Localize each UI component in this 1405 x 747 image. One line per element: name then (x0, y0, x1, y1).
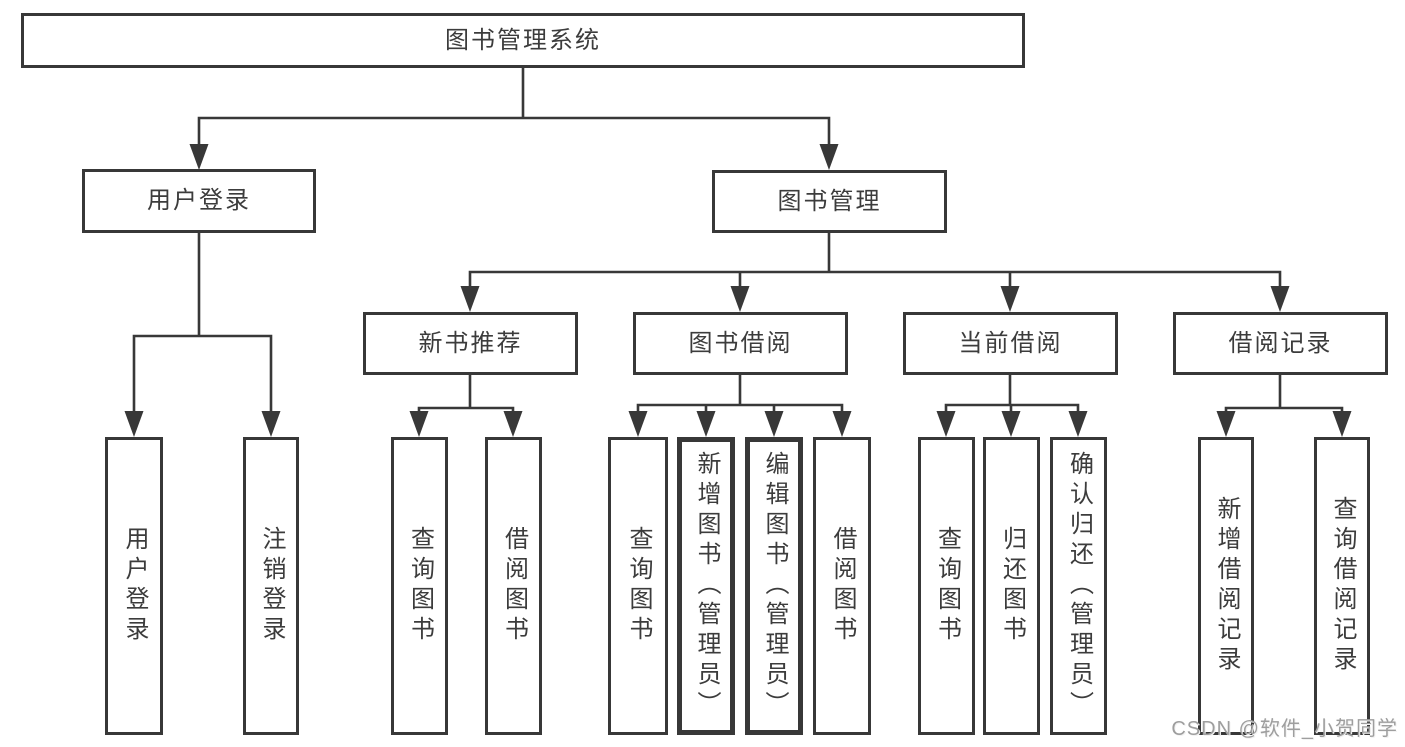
arrowhead (261, 411, 281, 437)
node-label: 查询图书 (625, 526, 652, 646)
node-user-login: 用户登录 (82, 169, 316, 233)
node-label: 借阅图书 (829, 526, 856, 646)
arrowhead (832, 411, 852, 437)
arrowhead (1001, 411, 1021, 437)
connector-records-to-leaves (1224, 373, 1344, 415)
node-system-root: 图书管理系统 (21, 13, 1025, 68)
node-label: 借阅记录 (1228, 329, 1333, 357)
arrowhead (460, 286, 480, 312)
arrowhead (503, 411, 523, 437)
node-label: 确认归还（管理员） (1065, 451, 1093, 721)
node-label: 归还图书 (998, 526, 1026, 646)
node-book-management: 图书管理 (712, 170, 947, 233)
arrowhead (1270, 286, 1290, 312)
leaf-query-borrow-record: 查询借阅记录 (1314, 437, 1370, 735)
leaf-user-login: 用户登录 (105, 437, 163, 735)
node-current-borrow: 当前借阅 (903, 312, 1118, 375)
node-label: 图书管理系统 (445, 26, 601, 54)
node-label: 查询图书 (406, 526, 434, 646)
node-label: 用户登录 (147, 187, 251, 214)
node-borrow-records: 借阅记录 (1173, 312, 1388, 375)
node-label: 查询图书 (933, 526, 961, 646)
node-label: 新增图书（管理员） (693, 451, 720, 721)
arrowhead (1216, 411, 1236, 437)
leaf-borrow-books-borrow: 借阅图书 (813, 437, 871, 735)
leaf-edit-book-admin: 编辑图书（管理员） (745, 437, 803, 735)
node-label: 查询借阅记录 (1329, 496, 1356, 676)
connector-bookmgmt-to-level3 (468, 231, 1282, 290)
arrowhead (764, 411, 784, 437)
arrowhead (1332, 411, 1352, 437)
node-label: 图书借阅 (688, 329, 793, 357)
node-label: 借阅图书 (500, 526, 528, 646)
csdn-watermark: CSDN @软件_小贺同学 (1171, 718, 1398, 740)
node-label: 当前借阅 (958, 329, 1063, 357)
arrowhead (1068, 411, 1088, 437)
node-new-book-recommend: 新书推荐 (363, 312, 578, 375)
node-label: 图书管理 (777, 187, 882, 215)
node-label: 注销登录 (258, 526, 285, 646)
leaf-query-books-current: 查询图书 (918, 437, 975, 735)
connector-newbook-to-leaves (417, 373, 515, 415)
arrowhead (124, 411, 144, 437)
arrowhead (819, 144, 839, 170)
node-label: 新书推荐 (418, 329, 523, 357)
leaf-confirm-return-admin: 确认归还（管理员） (1050, 437, 1107, 735)
connector-borrow-to-leaves (636, 373, 844, 415)
node-label: 新增借阅记录 (1213, 496, 1240, 676)
connector-root-to-level2 (197, 66, 831, 148)
arrowhead (730, 286, 750, 312)
leaf-borrow-books-recommend: 借阅图书 (485, 437, 542, 735)
arrowhead (409, 411, 429, 437)
node-label: 编辑图书（管理员） (761, 451, 788, 721)
arrowhead (1000, 286, 1020, 312)
connector-current-to-leaves (944, 373, 1080, 415)
connector-userlogin-to-leaves (132, 231, 273, 415)
leaf-query-books-borrow: 查询图书 (608, 437, 668, 735)
arrowhead (628, 411, 648, 437)
leaf-query-books-recommend: 查询图书 (391, 437, 448, 735)
node-label: 用户登录 (121, 526, 148, 646)
arrowhead (696, 411, 716, 437)
leaf-add-borrow-record: 新增借阅记录 (1198, 437, 1254, 735)
node-book-borrow: 图书借阅 (633, 312, 848, 375)
leaf-logout: 注销登录 (243, 437, 299, 735)
leaf-add-book-admin: 新增图书（管理员） (677, 437, 735, 735)
arrowhead (936, 411, 956, 437)
arrowhead (189, 144, 209, 170)
leaf-return-books: 归还图书 (983, 437, 1040, 735)
